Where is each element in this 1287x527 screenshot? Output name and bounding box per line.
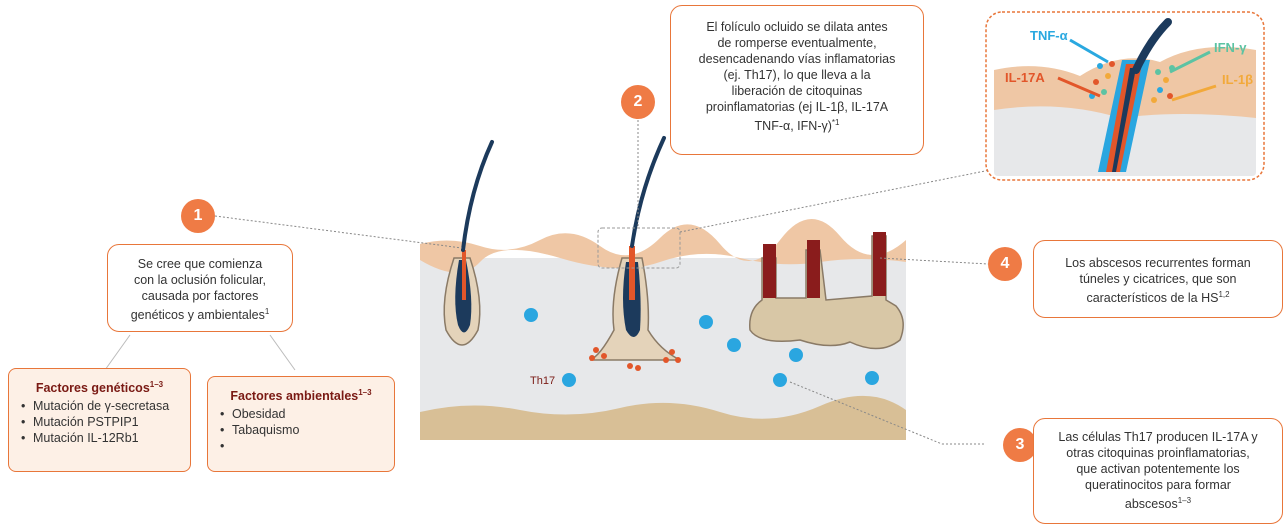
step-3-description: Las células Th17 producen IL-17A y otras… [1033, 418, 1283, 524]
step-2-description: El folículo ocluido se dilata antes de r… [670, 5, 924, 155]
box3-line: que activan potentemente los [1034, 461, 1282, 477]
box2-line: (ej. Th17), lo que lleva a la [671, 67, 923, 83]
genetic-factors-title: Factores genéticos1–3 [19, 377, 180, 396]
box1-line: genéticos y ambientales1 [108, 304, 292, 323]
th17-label: Th17 [530, 375, 555, 387]
step-4-badge: 4 [988, 247, 1022, 281]
list-item: Mutación PSTPIP1 [33, 414, 180, 430]
box3-line: abscesos1–3 [1034, 493, 1282, 512]
step-3-badge: 3 [1003, 428, 1037, 462]
il1b-label: IL-1β [1222, 72, 1253, 87]
box4-line: túneles y cicatrices, que son [1034, 271, 1282, 287]
box3-line: Las células Th17 producen IL-17A y [1034, 429, 1282, 445]
ifn-label: IFN-γ [1214, 40, 1247, 55]
step-1-badge: 1 [181, 199, 215, 233]
inset-cytokines [986, 12, 1264, 180]
list-item: Obesidad [232, 406, 384, 422]
step-4-description: Los abscesos recurrentes forman túneles … [1033, 240, 1283, 318]
genetic-factors-box: Factores genéticos1–3 Mutación de γ-secr… [8, 368, 191, 472]
list-item: Mutación de γ-secretasa [33, 398, 180, 414]
box2-line: desencadenando vías inflamatorias [671, 51, 923, 67]
list-item: Tabaquismo [232, 422, 384, 438]
list-item: Mutación IL-12Rb1 [33, 430, 180, 446]
il17a-label: IL-17A [1005, 70, 1045, 85]
box2-line: proinflamatorias (ej IL-1β, IL-17A [671, 99, 923, 115]
box1-line: Se cree que comienza [108, 256, 292, 272]
genetic-factors-list: Mutación de γ-secretasa Mutación PSTPIP1… [19, 398, 180, 446]
box1-line: causada por factores [108, 288, 292, 304]
box4-line: Los abscesos recurrentes forman [1034, 255, 1282, 271]
box3-line: queratinocitos para formar [1034, 477, 1282, 493]
box2-line: liberación de citoquinas [671, 83, 923, 99]
box2-line: TNF-α, IFN-γ)*1 [671, 115, 923, 134]
tnf-label: TNF-α [1030, 28, 1068, 43]
box1-line: con la oclusión folicular, [108, 272, 292, 288]
environmental-factors-list: Obesidad Tabaquismo [218, 406, 384, 438]
environmental-factors-box: Factores ambientales1–3 Obesidad Tabaqui… [207, 376, 395, 472]
environmental-factors-title: Factores ambientales1–3 [218, 385, 384, 404]
box2-line: de romperse eventualmente, [671, 35, 923, 51]
box4-line: característicos de la HS1,2 [1034, 287, 1282, 306]
step-1-description: Se cree que comienza con la oclusión fol… [107, 244, 293, 332]
box2-line: El folículo ocluido se dilata antes [671, 19, 923, 35]
step-2-badge: 2 [621, 85, 655, 119]
box3-line: otras citoquinas proinflamatorias, [1034, 445, 1282, 461]
factor-connectors [105, 335, 295, 370]
